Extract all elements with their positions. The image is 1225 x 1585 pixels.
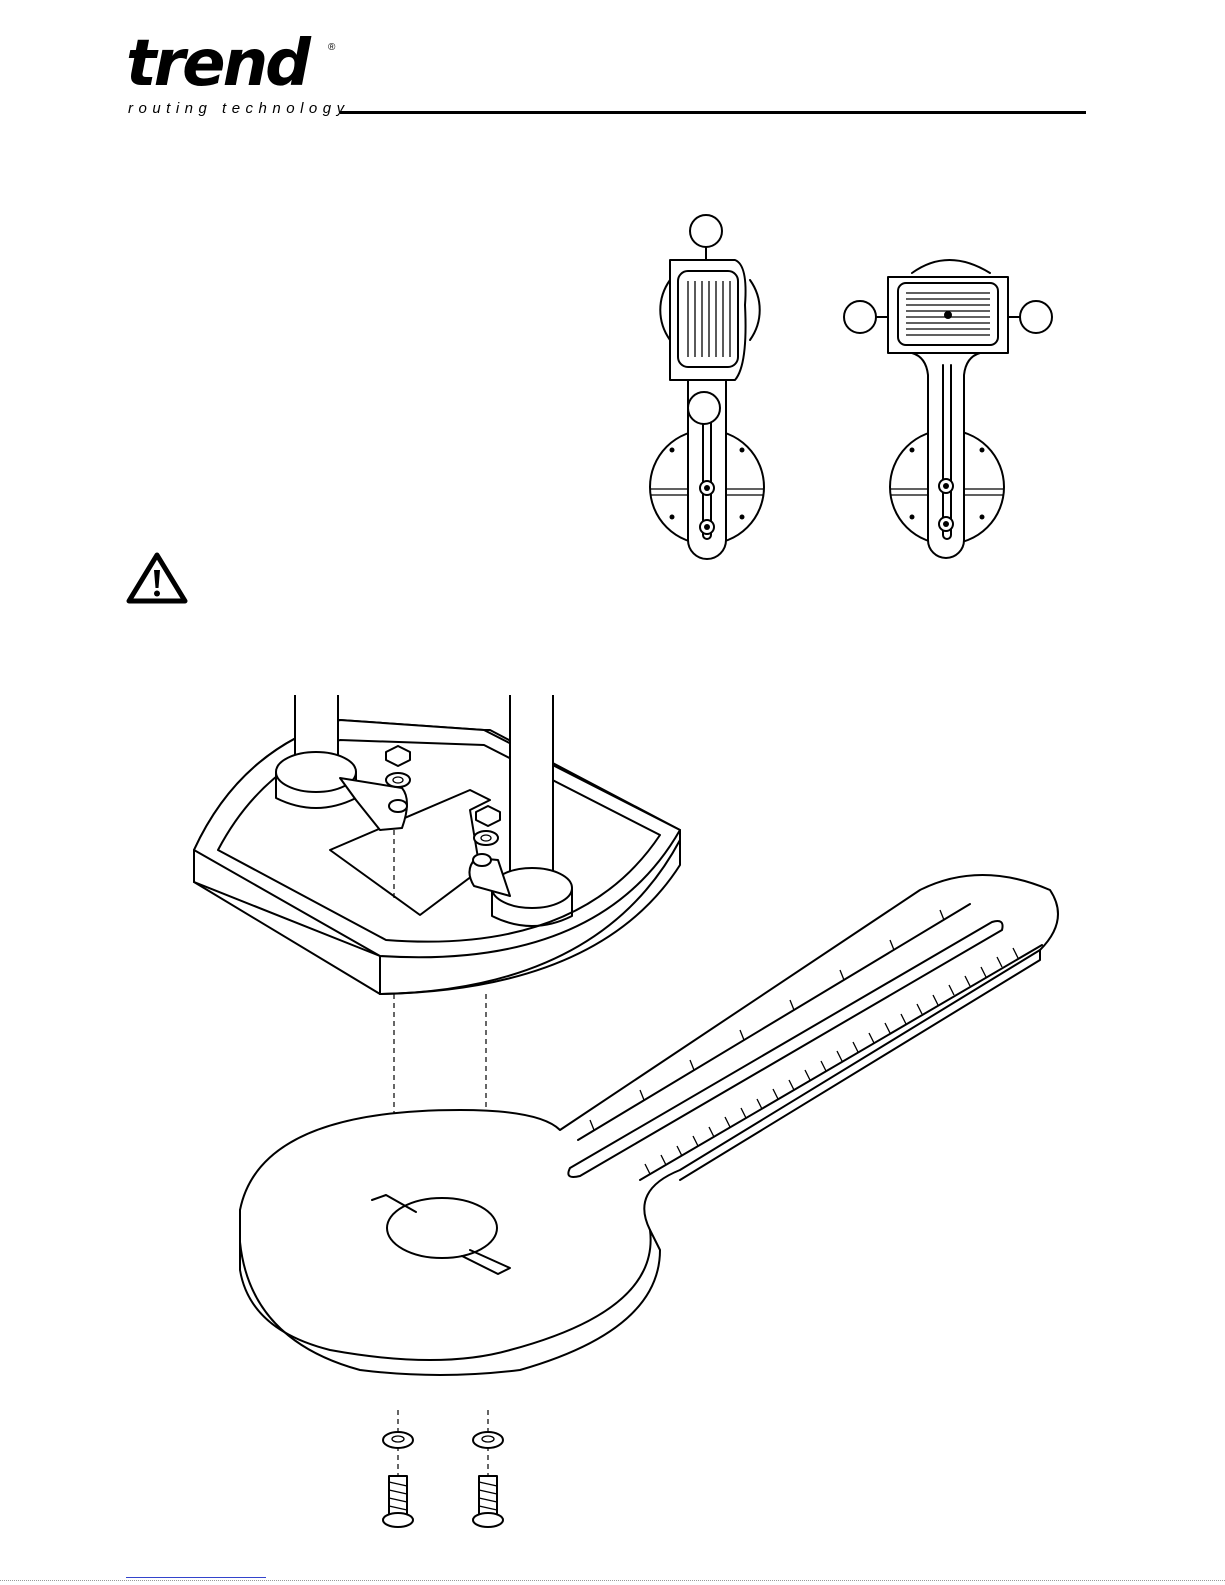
- footer-link-underline: [126, 1577, 266, 1578]
- footer-divider: [0, 1580, 1225, 1581]
- warning-triangle-icon: [126, 552, 188, 604]
- router-trammel-vertical-figure: [640, 205, 780, 565]
- brand-name: trend: [126, 32, 308, 96]
- brand-logo: trend ® routing technology: [126, 40, 366, 120]
- exploded-assembly-figure: [180, 690, 1080, 1540]
- router-trammel-horizontal-figure: [840, 225, 1060, 565]
- brand-tagline: routing technology: [128, 100, 350, 117]
- header-rule: [340, 111, 1086, 114]
- registered-mark: ®: [328, 42, 335, 53]
